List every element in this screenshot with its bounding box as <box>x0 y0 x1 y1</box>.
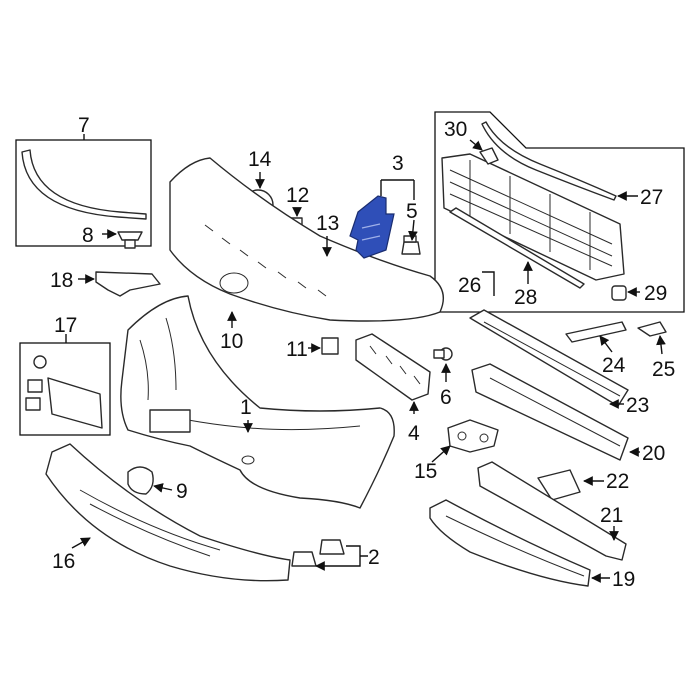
callout-6: 6 <box>440 386 452 409</box>
callout-18: 18 <box>50 269 73 292</box>
part-9-tow-cap[interactable] <box>127 466 154 495</box>
part-29-nut[interactable] <box>611 285 627 301</box>
part-7-molding[interactable] <box>21 149 147 220</box>
part-4-retainer[interactable] <box>355 333 431 401</box>
part-5-clip[interactable] <box>401 235 421 255</box>
callout-3: 3 <box>392 152 404 175</box>
part-1-bumper-cover[interactable] <box>120 295 395 509</box>
part-15-bracket[interactable] <box>447 419 499 453</box>
callout-1: 1 <box>240 396 252 419</box>
callout-22: 22 <box>606 470 629 493</box>
callout-7: 7 <box>78 114 90 137</box>
callout-26: 26 <box>458 274 481 297</box>
part-19-lower-cover[interactable] <box>429 499 591 587</box>
part-3-bracket-highlighted[interactable] <box>349 195 395 259</box>
part-26-shutter-assembly[interactable] <box>441 153 625 281</box>
callout-19: 19 <box>612 568 635 591</box>
callout-16: 16 <box>52 550 75 573</box>
callout-5: 5 <box>406 200 418 223</box>
part-6-screw[interactable] <box>433 347 453 361</box>
part-22-bracket[interactable] <box>537 469 581 501</box>
callout-12: 12 <box>286 184 309 207</box>
callout-27: 27 <box>640 186 663 209</box>
part-16-lower-grille[interactable] <box>45 443 291 582</box>
callout-9: 9 <box>176 480 188 503</box>
callout-4: 4 <box>408 422 420 445</box>
callout-2: 2 <box>368 546 380 569</box>
callout-20: 20 <box>642 442 665 465</box>
part-25-bracket[interactable] <box>637 321 667 337</box>
part-21-support[interactable] <box>477 461 627 561</box>
part-20-reinforcement[interactable] <box>471 363 629 461</box>
callout-28: 28 <box>514 286 537 309</box>
callout-23: 23 <box>626 394 649 417</box>
part-8-clip[interactable] <box>117 231 143 249</box>
callout-15: 15 <box>414 460 437 483</box>
part-28-strip[interactable] <box>449 207 585 289</box>
callout-17: 17 <box>54 314 77 337</box>
callout-24: 24 <box>602 354 626 377</box>
part-10-upper-cover[interactable] <box>169 157 444 322</box>
callout-13: 13 <box>316 212 339 235</box>
callout-8: 8 <box>82 224 94 247</box>
part-23-absorber[interactable] <box>469 309 629 407</box>
callout-11: 11 <box>286 338 308 361</box>
callout-10: 10 <box>220 330 243 353</box>
part-30-clip[interactable] <box>479 147 499 165</box>
part-24-bracket[interactable] <box>565 321 627 343</box>
callouts: 1 2 3 4 5 6 7 8 9 10 11 12 13 14 15 16 1… <box>50 114 675 591</box>
part-2-clips[interactable] <box>291 539 345 567</box>
callout-21: 21 <box>600 504 623 527</box>
part-27-seal[interactable] <box>481 121 617 201</box>
callout-25: 25 <box>652 358 675 381</box>
leader-lines <box>65 134 666 583</box>
part-17-license-bracket[interactable] <box>25 355 103 429</box>
callout-29: 29 <box>644 282 667 305</box>
group-box-17 <box>19 342 111 436</box>
part-11-nut[interactable] <box>321 337 339 355</box>
callout-30: 30 <box>444 118 467 141</box>
part-18-side-bracket[interactable] <box>95 271 161 297</box>
callout-14: 14 <box>248 148 272 171</box>
